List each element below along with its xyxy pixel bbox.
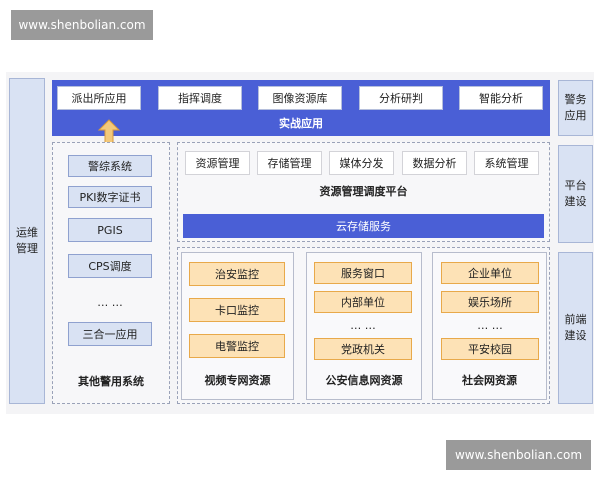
- platform-title: 资源管理调度平台: [319, 185, 408, 198]
- side-platform-line-1: 平台: [564, 179, 587, 192]
- side-platform-line-2: 建设: [564, 195, 587, 208]
- video-item-traffic-monitor: 电警监控: [189, 334, 285, 358]
- social-item-entertainment: 娱乐场所: [441, 291, 539, 313]
- platform-item-system-mgmt: 系统管理: [474, 151, 539, 175]
- video-network-title: 视频专网资源: [204, 374, 271, 387]
- side-ops-line-2: 管理: [16, 242, 38, 255]
- police-item-pgis: PGIS: [68, 218, 152, 242]
- platform-item-storage-mgmt: 存储管理: [257, 151, 322, 175]
- app-item-analysis-research: 分析研判: [359, 86, 443, 110]
- police-systems-title: 其他警用系统: [78, 375, 144, 388]
- video-item-checkpoint-monitor: 卡口监控: [189, 298, 285, 322]
- police-net-ellipsis: … …: [350, 318, 376, 332]
- side-police-app-line-1: 警务: [564, 93, 587, 106]
- police-item-integrated: 警综系统: [68, 155, 152, 177]
- police-net-item-internal-unit: 内部单位: [314, 291, 412, 313]
- cloud-storage-service: 云存储服务: [183, 214, 544, 238]
- police-item-pki: PKI数字证书: [68, 186, 152, 208]
- platform-item-resource-mgmt: 资源管理: [185, 151, 250, 175]
- app-item-police-station: 派出所应用: [57, 86, 141, 110]
- police-ellipsis: … …: [97, 295, 123, 309]
- video-item-security-monitor: 治安监控: [189, 262, 285, 286]
- side-ops-management: 运维 管理: [9, 78, 45, 404]
- side-platform-construction: 平台 建设: [558, 145, 593, 243]
- police-net-item-service-window: 服务窗口: [314, 262, 412, 284]
- side-ops-line-1: 运维: [16, 226, 38, 239]
- social-ellipsis: … …: [477, 318, 503, 332]
- platform-item-media-distribution: 媒体分发: [329, 151, 394, 175]
- app-item-image-library: 图像资源库: [258, 86, 342, 110]
- side-police-app-line-2: 应用: [564, 109, 587, 122]
- side-frontend-line-2: 建设: [564, 329, 587, 342]
- watermark-top: www.shenbolian.com: [11, 10, 153, 40]
- watermark-bottom: www.shenbolian.com: [446, 440, 591, 470]
- police-item-three-in-one: 三合一应用: [68, 322, 152, 346]
- social-item-enterprise: 企业单位: [441, 262, 539, 284]
- police-item-cps: CPS调度: [68, 254, 152, 278]
- app-item-command-dispatch: 指挥调度: [158, 86, 242, 110]
- app-item-intelligent-analysis: 智能分析: [459, 86, 543, 110]
- police-net-title: 公安信息网资源: [325, 374, 403, 387]
- side-police-application: 警务 应用: [558, 80, 593, 136]
- social-item-safe-campus: 平安校园: [441, 338, 539, 360]
- application-band-title: 实战应用: [279, 117, 323, 130]
- social-network-title: 社会网资源: [462, 374, 517, 387]
- side-frontend-line-1: 前端: [564, 313, 587, 326]
- platform-item-data-analysis: 数据分析: [402, 151, 467, 175]
- police-net-item-party-gov: 党政机关: [314, 338, 412, 360]
- side-frontend-construction: 前端 建设: [558, 252, 593, 404]
